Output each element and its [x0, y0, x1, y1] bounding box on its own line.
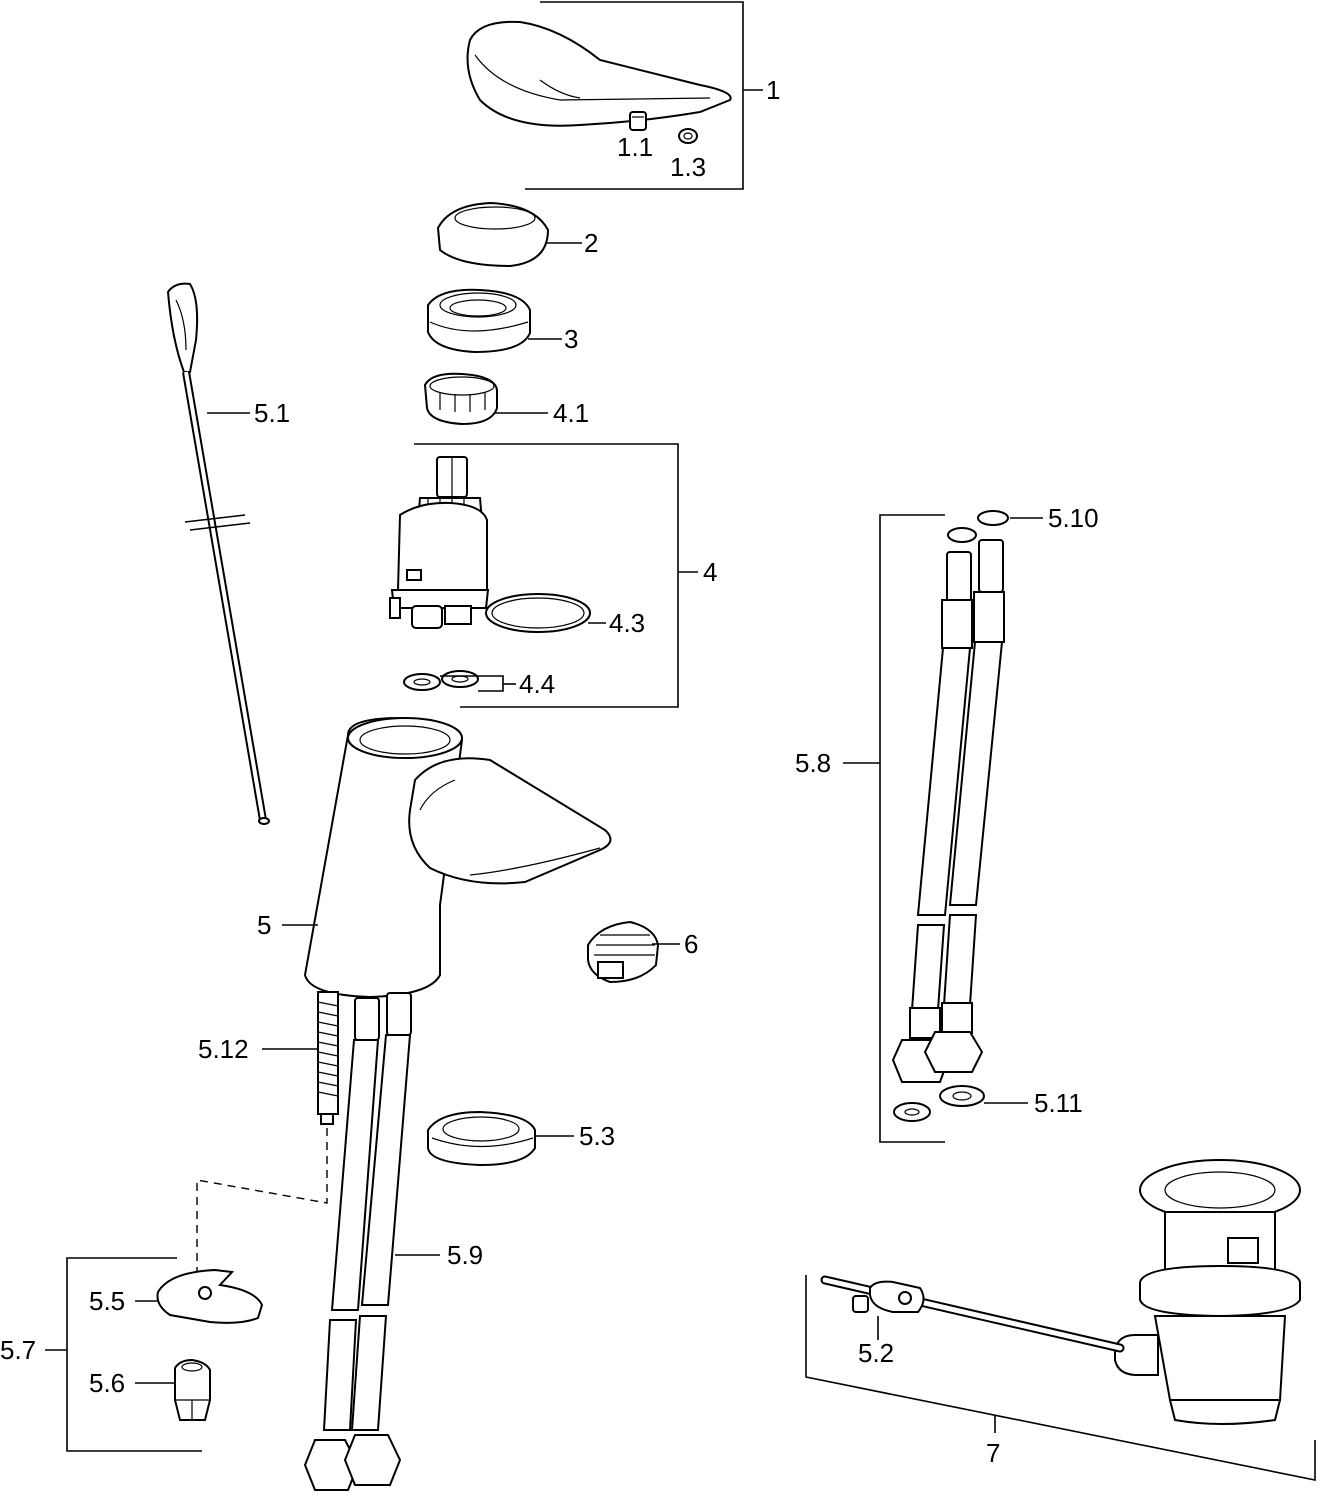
grub-screw-1-1 — [629, 111, 647, 131]
o-ring-4-3 — [485, 593, 591, 633]
horseshoe-plate — [156, 1268, 264, 1324]
handle-lever — [466, 20, 732, 127]
mixer-body — [303, 716, 612, 999]
bracket-5-8 — [879, 514, 945, 1143]
label-4: 4 — [703, 557, 717, 587]
label-2: 2 — [584, 228, 598, 258]
label-5-1: 5.1 — [254, 398, 290, 428]
label-5: 5 — [257, 910, 271, 940]
cartridge — [389, 456, 490, 629]
fixing-nut — [174, 1358, 211, 1421]
dashed-guide — [196, 1128, 328, 1275]
label-5-5: 5.5 — [89, 1286, 125, 1316]
label-5-6: 5.6 — [89, 1368, 125, 1398]
lift-rod — [166, 282, 270, 825]
threaded-stud — [317, 991, 339, 1125]
label-5-10: 5.10 — [1048, 503, 1099, 533]
label-5-7: 5.7 — [0, 1335, 36, 1365]
bracket-1 — [525, 1, 744, 190]
rod-clamp-5-2 — [852, 1280, 925, 1313]
label-7: 7 — [986, 1438, 1000, 1468]
fixing-washer — [427, 1110, 536, 1167]
label-5-8: 5.8 — [795, 748, 831, 778]
label-1-1: 1.1 — [617, 132, 653, 162]
label-5-11: 5.11 — [1034, 1088, 1083, 1118]
flexible-hoses-5-9 — [303, 992, 412, 1491]
label-4-1: 4.1 — [553, 398, 589, 428]
label-4-4: 4.4 — [519, 669, 555, 699]
label-1: 1 — [766, 75, 780, 105]
cover-cap — [436, 201, 550, 268]
label-6: 6 — [684, 929, 698, 959]
bracket-5-7 — [66, 1257, 202, 1452]
label-1-3: 1.3 — [670, 152, 706, 182]
retaining-ring — [427, 288, 531, 354]
flexible-hoses-5-8 — [891, 510, 1009, 1083]
label-3: 3 — [564, 324, 578, 354]
label-5-3: 5.3 — [579, 1121, 615, 1151]
aerator — [587, 920, 660, 984]
label-5-2: 5.2 — [858, 1338, 894, 1368]
bracket-4 — [414, 443, 679, 708]
cap-1-3 — [678, 128, 698, 144]
adapter-ring — [423, 372, 498, 426]
seals-4-4 — [403, 670, 479, 691]
bracket-7 — [805, 1275, 1316, 1481]
label-5-12: 5.12 — [198, 1034, 249, 1064]
label-4-3: 4.3 — [609, 608, 645, 638]
label-5-9: 5.9 — [447, 1240, 483, 1270]
pop-up-waste — [1114, 1159, 1301, 1425]
washers-5-11 — [893, 1085, 985, 1122]
